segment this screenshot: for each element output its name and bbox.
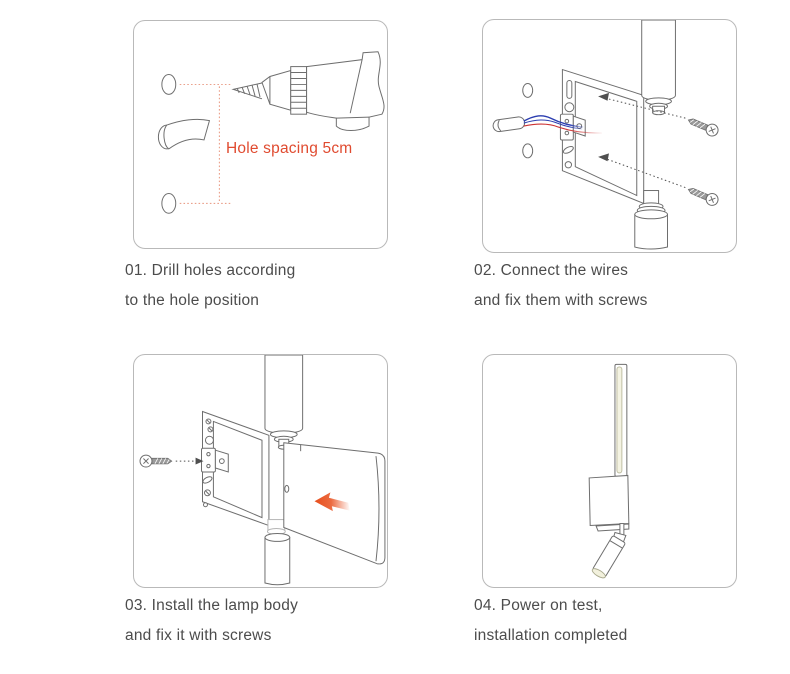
step-2-drawing xyxy=(492,20,721,250)
lamp-pole-top xyxy=(641,20,676,116)
led-strip xyxy=(614,363,628,477)
caption-line: 04. Power on test, xyxy=(474,597,603,614)
caption-line: and fix it with screws xyxy=(125,627,272,644)
hole-spacing-guide xyxy=(179,83,233,204)
slide-arrow-icon xyxy=(314,492,350,512)
wall-holes xyxy=(161,74,177,214)
caption-line: installation completed xyxy=(474,627,628,644)
step-3-panel xyxy=(133,354,388,588)
step-4-panel xyxy=(482,354,737,588)
caption-line: to the hole position xyxy=(125,292,260,309)
step-4-drawing xyxy=(588,363,630,579)
caption-line: 01. Drill holes according xyxy=(125,262,296,279)
wire-red xyxy=(523,123,603,134)
drill-icon xyxy=(231,51,385,132)
caption-line: 02. Connect the wires xyxy=(474,262,629,279)
screw-icon xyxy=(598,92,721,139)
step-1-drawing xyxy=(157,51,385,214)
lamp-pole-bottom xyxy=(634,190,668,250)
step-1-caption: 01. Drill holes according to the hole po… xyxy=(125,256,295,316)
step-2-caption: 02. Connect the wires and fix them with … xyxy=(474,256,648,316)
step-3-drawing xyxy=(139,355,386,586)
step-4-caption: 04. Power on test, installation complete… xyxy=(474,591,627,651)
caption-line: 03. Install the lamp body xyxy=(125,597,299,614)
wire-blue-2 xyxy=(523,119,583,130)
step-1-panel: Hole spacing 5cm xyxy=(133,20,388,249)
lamp-pole-top xyxy=(264,355,304,450)
wire-blue xyxy=(523,115,584,128)
lamp-pole-bottom xyxy=(264,519,291,586)
wall-holes xyxy=(522,82,534,159)
screw-icon xyxy=(139,454,204,468)
wall-anchor-icon xyxy=(157,118,211,150)
caption-line: and fix them with screws xyxy=(474,292,648,309)
lamp-base-box xyxy=(588,474,630,527)
mounting-bracket xyxy=(559,68,645,205)
hole-spacing-label: Hole spacing 5cm xyxy=(226,140,353,157)
step-3-caption: 03. Install the lamp body and fix it wit… xyxy=(125,591,298,651)
step-2-panel xyxy=(482,19,737,253)
screw-icon xyxy=(598,153,721,208)
power-cable xyxy=(492,115,603,134)
reading-spotlight xyxy=(591,535,626,579)
mounting-bracket xyxy=(201,410,270,527)
